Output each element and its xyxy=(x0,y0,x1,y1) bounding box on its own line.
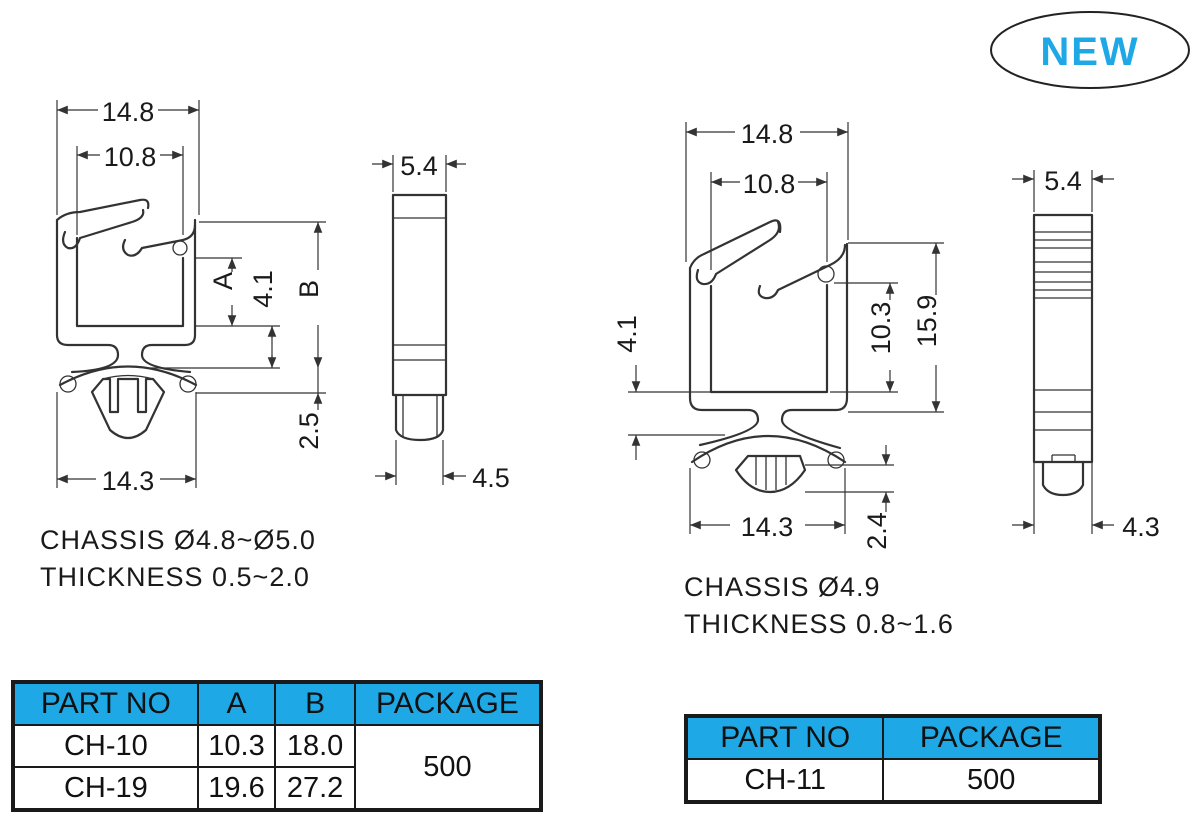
right-dim-4-1: 4.1 xyxy=(612,315,642,353)
table-row: CH-11 500 xyxy=(684,758,1101,803)
left-spec-chassis: CHASSIS Ø4.8~Ø5.0 xyxy=(40,525,316,555)
col-header-part-no: PART NO xyxy=(12,681,199,726)
cell-part-no: CH-11 xyxy=(684,758,885,803)
cell-part-no: CH-19 xyxy=(12,766,199,811)
left-side-dim-width: 5.4 xyxy=(400,151,438,181)
right-dim-2-4: 2.4 xyxy=(862,512,892,550)
col-header-b: B xyxy=(274,681,356,726)
left-dim-a: A xyxy=(208,272,238,290)
cell-a: 10.3 xyxy=(196,724,277,768)
col-header-package: PACKAGE xyxy=(353,681,543,726)
left-front-view xyxy=(55,198,198,440)
left-front-dimensions: 14.8 10.8 A 4.1 B 2.5 14.3 xyxy=(56,97,326,496)
left-side-dim-tip: 4.5 xyxy=(472,463,510,493)
cell-b: 18.0 xyxy=(274,724,356,768)
right-front-view xyxy=(688,219,849,494)
table-row: CH-19 19.6 27.2 xyxy=(12,766,541,811)
left-side-dimensions: 5.4 4.5 xyxy=(372,151,510,493)
left-spec: CHASSIS Ø4.8~Ø5.0 THICKNESS 0.5~2.0 xyxy=(40,525,316,592)
table-header-row: PART NO A B PACKAGE xyxy=(12,681,543,726)
table-row: CH-10 10.3 18.0 500 xyxy=(12,724,543,811)
right-spec: CHASSIS Ø4.9 THICKNESS 0.8~1.6 xyxy=(684,572,954,639)
cell-part-no: CH-10 xyxy=(12,724,199,768)
right-dim-top-width: 14.8 xyxy=(741,119,794,149)
right-dim-10-3: 10.3 xyxy=(866,302,896,355)
left-side-view xyxy=(391,193,448,442)
col-header-a: A xyxy=(196,681,277,726)
part-table-ch11: PART NO PACKAGE CH-11 500 xyxy=(684,714,1102,804)
left-dim-b: B xyxy=(294,280,324,298)
left-dim-top-width: 14.8 xyxy=(102,97,155,127)
cell-b: 27.2 xyxy=(274,766,356,811)
right-spec-thickness: THICKNESS 0.8~1.6 xyxy=(684,609,954,639)
cell-package: 500 xyxy=(882,758,1101,803)
left-spec-thickness: THICKNESS 0.5~2.0 xyxy=(40,562,310,592)
left-dim-2-5: 2.5 xyxy=(294,412,324,450)
right-side-dim-width: 5.4 xyxy=(1044,166,1082,196)
cell-package: 500 xyxy=(353,724,543,811)
right-dim-base-width: 14.3 xyxy=(741,512,794,542)
right-front-dimensions: 14.8 10.8 4.1 10.3 15.9 2.4 xyxy=(612,119,944,550)
col-header-part-no: PART NO xyxy=(684,715,885,760)
new-badge: NEW xyxy=(990,11,1190,89)
left-dim-inner-width: 10.8 xyxy=(104,142,157,172)
table-header-row: PART NO PACKAGE xyxy=(684,715,1101,760)
right-spec-chassis: CHASSIS Ø4.9 xyxy=(684,572,881,602)
right-side-dim-tip: 4.3 xyxy=(1122,512,1160,542)
right-dim-15-9: 15.9 xyxy=(912,295,942,348)
cell-a: 19.6 xyxy=(196,766,277,811)
new-badge-text: NEW xyxy=(1040,30,1139,74)
left-dim-base-width: 14.3 xyxy=(102,466,155,496)
right-dim-inner-width: 10.8 xyxy=(743,169,796,199)
right-side-view xyxy=(1032,213,1094,497)
left-dim-4-1: 4.1 xyxy=(248,270,278,308)
right-side-dimensions: 5.4 4.3 xyxy=(1012,166,1160,542)
part-table-ch10-ch19: PART NO A B PACKAGE CH-10 10.3 18.0 500 … xyxy=(11,680,543,812)
col-header-package: PACKAGE xyxy=(882,715,1101,760)
